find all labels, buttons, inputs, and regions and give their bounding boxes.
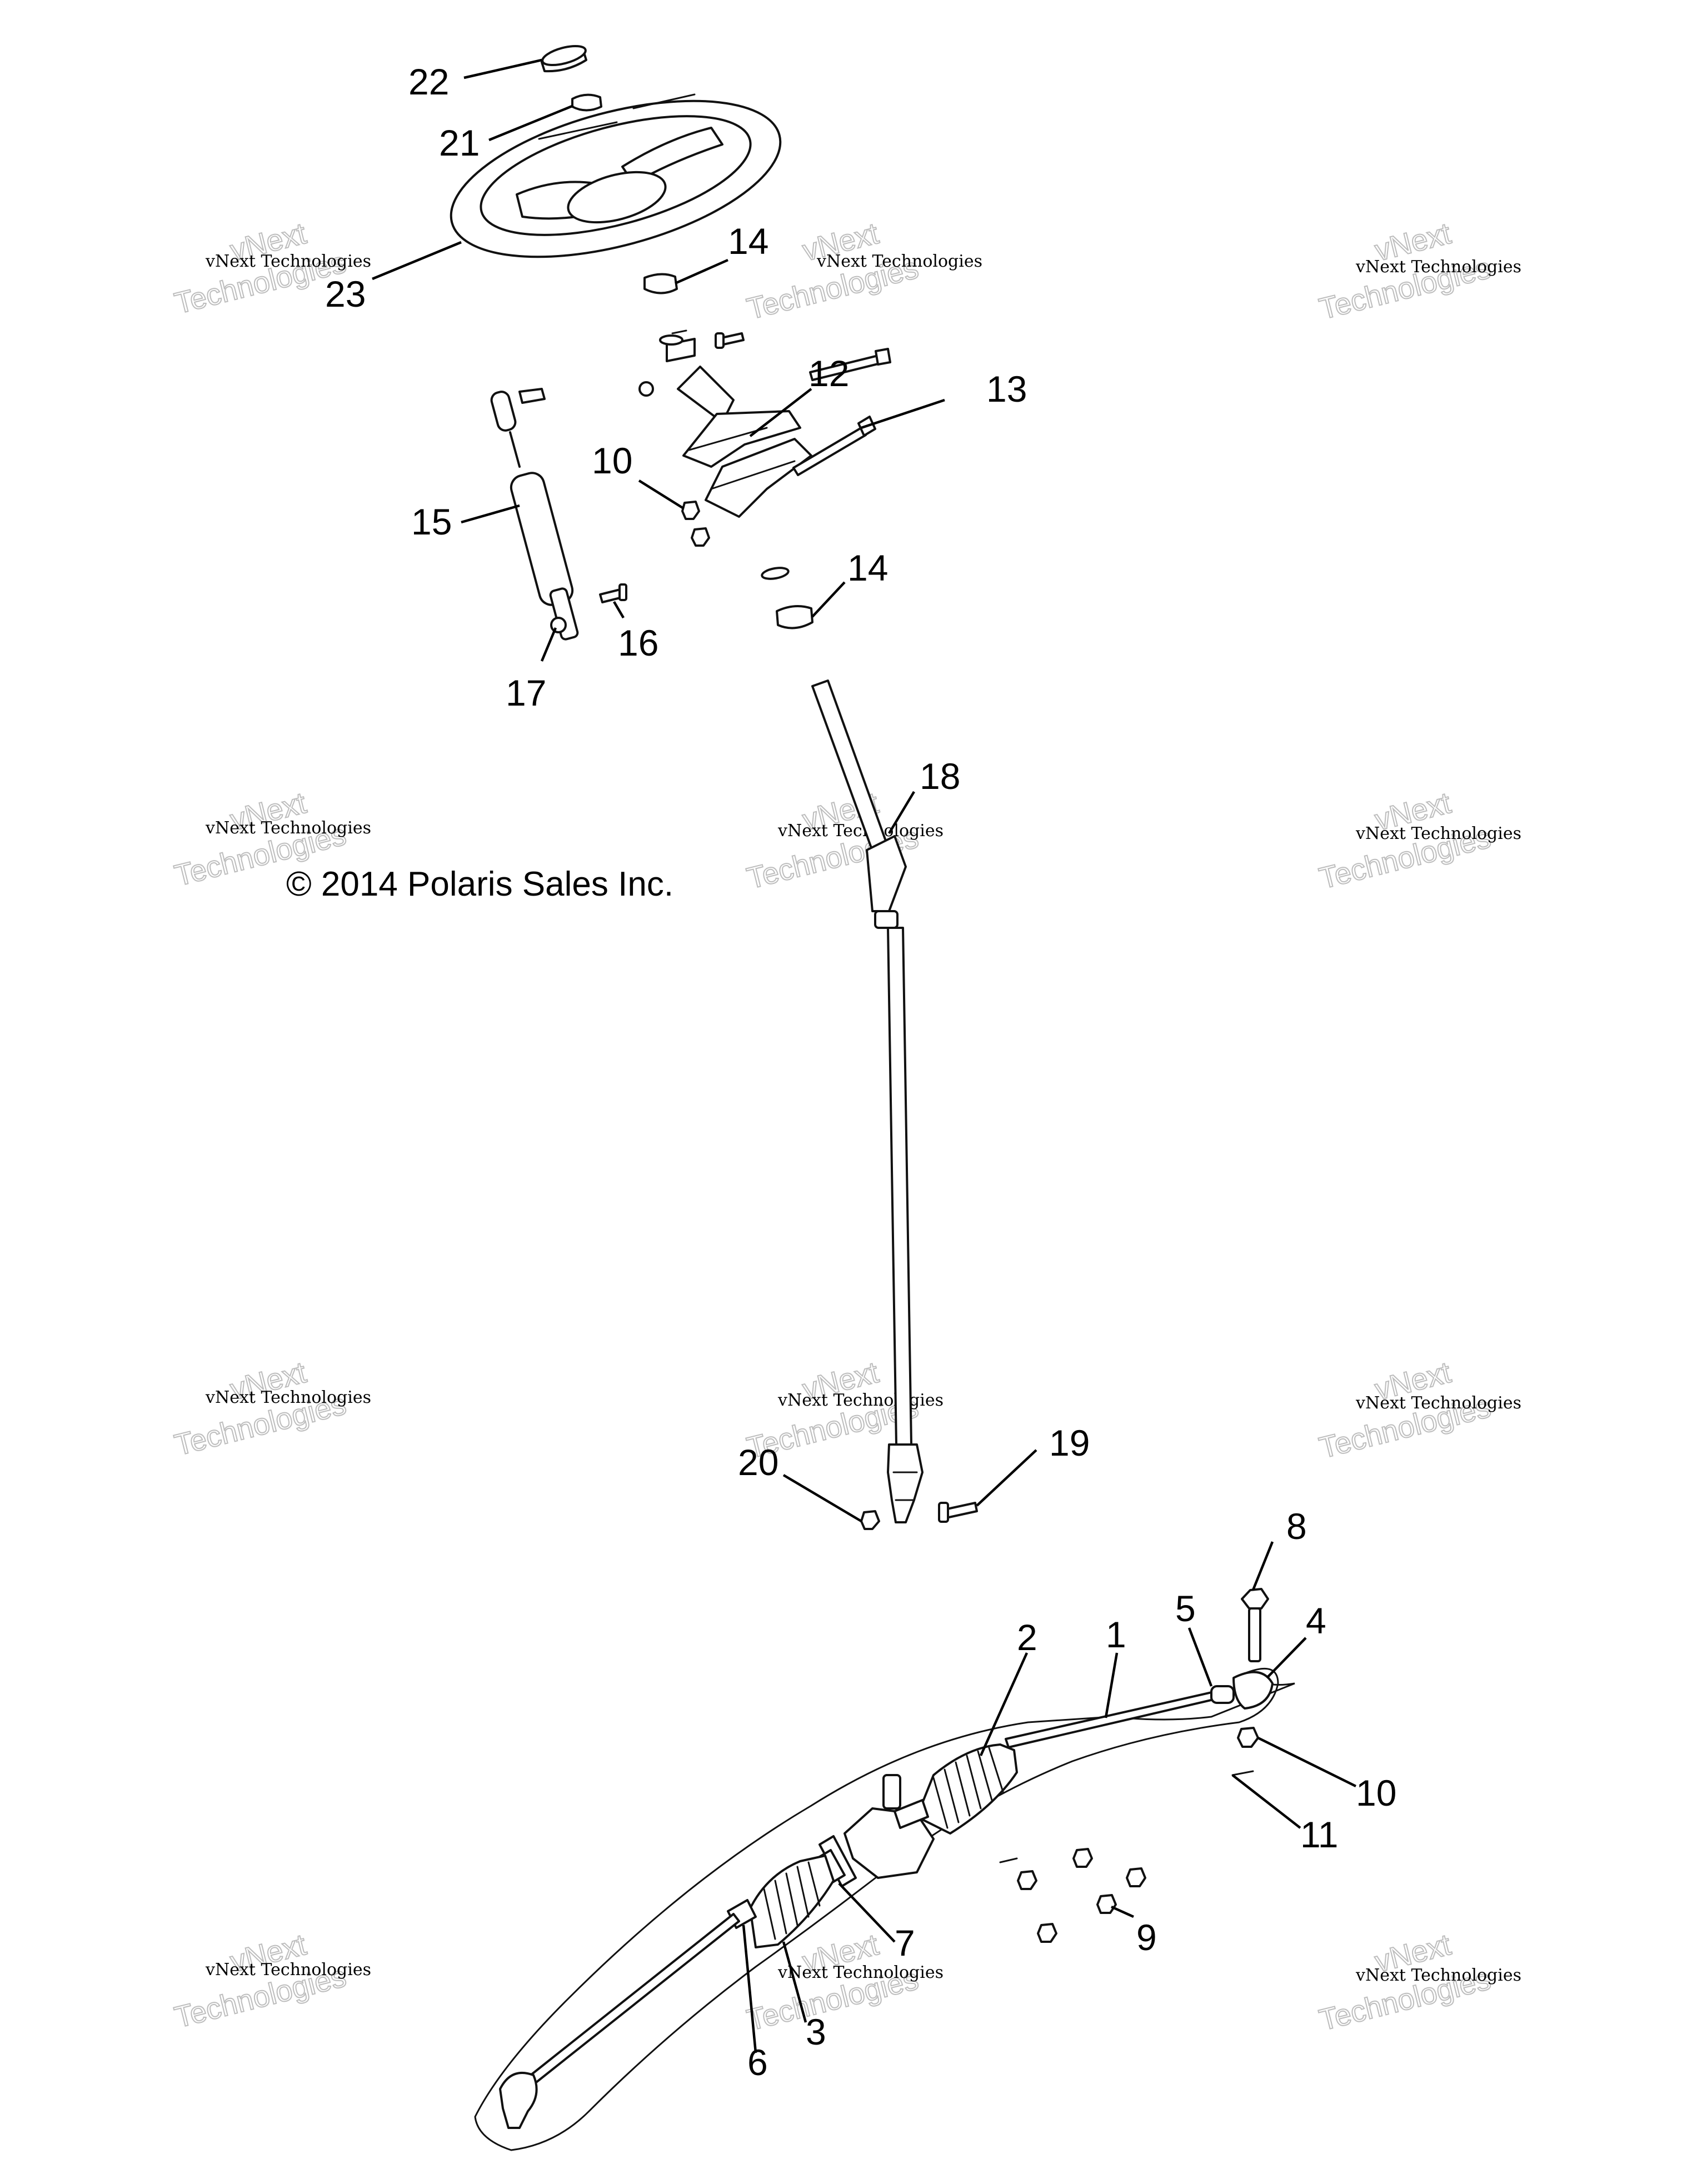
watermark-5: Technologies vNext vNext Technologies [743, 786, 944, 896]
svg-text:vNext Technologies: vNext Technologies [1355, 1393, 1521, 1413]
callout-8: 8 [1286, 1506, 1307, 1547]
part-nut-bracket-left [638, 381, 654, 397]
svg-text:vNext Technologies: vNext Technologies [1355, 824, 1521, 843]
callout-numbers: 22 21 23 14 12 13 10 15 14 16 17 18 19 2… [325, 61, 1396, 2083]
part-8-bolt [1241, 1588, 1269, 1662]
callout-14-top: 14 [728, 221, 768, 262]
part-2-bellows-boot-right [916, 1743, 1018, 1835]
svg-text:vNext Technologies: vNext Technologies [816, 252, 982, 271]
callout-1: 1 [1106, 1614, 1126, 1655]
svg-text:vNext Technologies: vNext Technologies [205, 1960, 371, 1980]
svg-text:vNext Technologies: vNext Technologies [777, 1391, 944, 1410]
callout-15: 15 [411, 501, 452, 542]
svg-text:vNext Technologies: vNext Technologies [205, 1388, 371, 1407]
watermark-2: Technologies vNext vNext Technologies [743, 216, 982, 327]
part-16-bolt [599, 583, 627, 603]
callout-17: 17 [506, 672, 546, 713]
part-13-long-bolts [792, 348, 891, 476]
part-3-bellows-boot-left [749, 1855, 835, 1948]
svg-text:vNext Technologies: vNext Technologies [205, 818, 371, 838]
callout-3: 3 [806, 2011, 826, 2052]
callout-23: 23 [325, 273, 366, 314]
callout-18: 18 [920, 756, 960, 797]
part-21-nut [571, 93, 602, 112]
part-10-nut-bracket [681, 501, 710, 547]
part-bolt-bracket-top [715, 332, 745, 349]
part-14-bushing-bottom [776, 605, 813, 629]
part-22-steering-cap [541, 44, 587, 73]
callout-2: 2 [1017, 1617, 1037, 1658]
part-tie-rod-left [499, 1913, 740, 2129]
watermark-3: Technologies vNext vNext Technologies [1315, 216, 1521, 327]
svg-text:vNext Technologies: vNext Technologies [205, 252, 371, 271]
callout-6: 6 [747, 2042, 768, 2083]
part-1-outline [474, 1667, 1295, 2151]
svg-text:vNext Technologies: vNext Technologies [777, 1963, 944, 1982]
part-washer-lower [761, 567, 790, 580]
part-washer-bracket [659, 334, 683, 346]
copyright-text: © 2014 Polaris Sales Inc. [286, 865, 673, 903]
callout-5: 5 [1175, 1588, 1196, 1629]
part-18-steering-shaft [811, 679, 924, 1523]
part-10-nut-rack [1237, 1727, 1259, 1748]
part-tie-rod-right [1005, 1671, 1274, 1748]
watermark-10: Technologies vNext vNext Technologies [171, 1927, 371, 2035]
callout-11: 11 [1300, 1814, 1339, 1855]
leader-lines [372, 58, 1356, 2053]
callout-16: 16 [618, 622, 658, 663]
callout-19: 19 [1049, 1422, 1090, 1463]
svg-text:vNext Technologies: vNext Technologies [1355, 1966, 1521, 1985]
callout-20: 20 [738, 1442, 778, 1483]
part-23-steering-wheel [450, 93, 782, 258]
part-9-nuts [999, 1848, 1146, 1943]
callout-12: 12 [808, 353, 849, 394]
callout-22: 22 [408, 61, 449, 102]
callout-10-bottom: 10 [1356, 1772, 1396, 1813]
watermark-12: Technologies vNext vNext Technologies [1315, 1927, 1521, 2038]
part-20-nut [860, 1510, 880, 1530]
callout-10-top: 10 [592, 440, 632, 481]
part-12-column-bracket [666, 329, 812, 518]
callout-9: 9 [1136, 1917, 1157, 1958]
part-15-gas-strut [490, 388, 579, 641]
watermark-7: Technologies vNext vNext Technologies [171, 1355, 371, 1463]
part-19-bolt [938, 1502, 978, 1523]
callout-4: 4 [1306, 1600, 1326, 1641]
callout-13: 13 [986, 368, 1027, 409]
part-rack-housing [843, 1774, 935, 1879]
watermark-6: Technologies vNext vNext Technologies [1315, 786, 1521, 896]
callout-14-bottom: 14 [847, 547, 888, 588]
part-14-bushing-top [643, 273, 678, 294]
watermark-9: Technologies vNext vNext Technologies [1315, 1355, 1521, 1466]
callout-21: 21 [439, 122, 480, 163]
svg-text:vNext Technologies: vNext Technologies [777, 821, 944, 841]
svg-text:vNext Technologies: vNext Technologies [1355, 257, 1521, 277]
callout-7: 7 [895, 1922, 915, 1963]
part-11-cotter-pin [1231, 1770, 1254, 1776]
